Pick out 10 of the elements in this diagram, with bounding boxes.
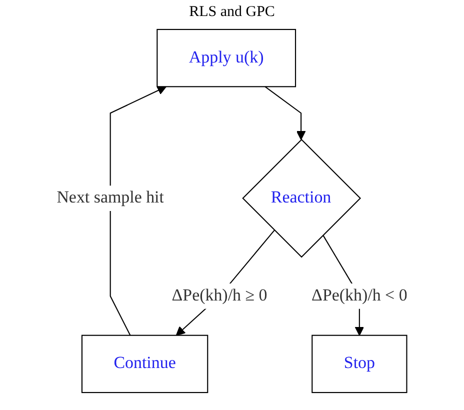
node-box: Apply u(k) xyxy=(156,28,296,88)
diagram-title: RLS and GPC xyxy=(188,4,276,21)
edge-label: ΔPe(kh)/h < 0 xyxy=(312,286,408,305)
arrow xyxy=(264,86,306,140)
edge-label: ΔPe(kh)/h ≥ 0 xyxy=(172,286,268,305)
node-box: Continue xyxy=(81,334,208,394)
edge-label: Next sample hit xyxy=(56,188,164,207)
node-diamond: Reaction xyxy=(242,138,362,258)
node-box: Stop xyxy=(312,334,408,394)
arrow xyxy=(110,86,167,336)
